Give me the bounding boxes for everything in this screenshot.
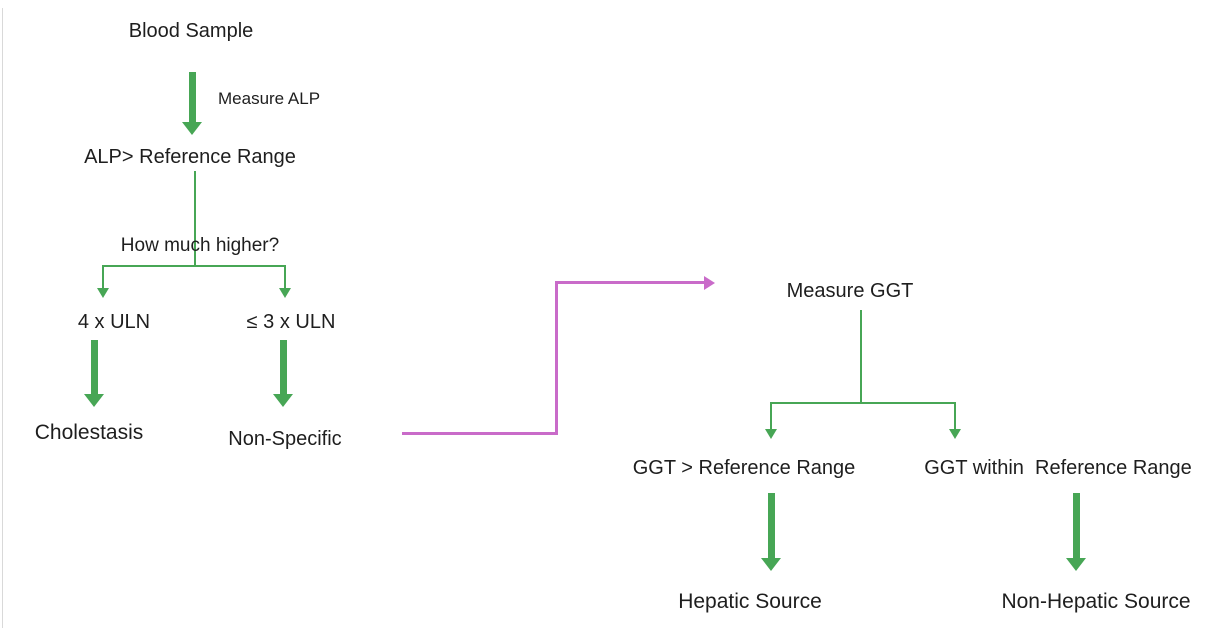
branch-drop-left	[102, 265, 104, 289]
arrowhead-right-icon	[704, 276, 715, 290]
arrow-stem	[90, 340, 98, 394]
arrow-stem	[188, 72, 196, 122]
pink-connector-top	[555, 281, 705, 284]
arrowhead-down-icon	[765, 429, 777, 439]
node-ggt-above-reference: GGT > Reference Range	[632, 457, 856, 479]
arrow-measure-alp	[182, 72, 202, 135]
node-measure-ggt: Measure GGT	[786, 280, 914, 302]
arrow-head-icon	[761, 558, 781, 571]
edge-label-measure-alp: Measure ALP	[218, 89, 321, 108]
arrow-to-non-hepatic-source	[1066, 493, 1086, 571]
branch-bar-ggt	[770, 402, 956, 404]
arrowhead-down-icon	[949, 429, 961, 439]
arrowhead-down-icon	[97, 288, 109, 298]
arrow-to-cholestasis	[84, 340, 104, 407]
arrow-head-icon	[273, 394, 293, 407]
node-alp-above-reference: ALP> Reference Range	[84, 146, 296, 168]
pink-connector-bottom	[402, 432, 558, 435]
branch-drop-right	[284, 265, 286, 289]
arrowhead-down-icon	[279, 288, 291, 298]
node-non-hepatic-source: Non-Hepatic Source	[1001, 590, 1191, 613]
slide-left-edge	[2, 8, 3, 628]
line-ggt-down	[860, 310, 862, 403]
arrow-stem	[767, 493, 775, 558]
arrow-stem	[279, 340, 287, 394]
pink-connector-vertical	[555, 281, 558, 435]
arrow-to-non-specific	[273, 340, 293, 407]
arrow-head-icon	[84, 394, 104, 407]
branch-bar-alp	[102, 265, 286, 267]
branch-drop-left	[770, 402, 772, 430]
node-4x-uln: 4 x ULN	[77, 311, 151, 333]
node-non-specific: Non-Specific	[228, 428, 342, 450]
arrow-head-icon	[182, 122, 202, 135]
node-blood-sample: Blood Sample	[128, 20, 254, 42]
arrow-to-hepatic-source	[761, 493, 781, 571]
node-le-3x-uln: ≤ 3 x ULN	[246, 311, 336, 333]
arrow-stem	[1072, 493, 1080, 558]
node-hepatic-source: Hepatic Source	[678, 590, 822, 613]
node-ggt-within-reference: GGT within Reference Range	[924, 457, 1192, 479]
branch-drop-right	[954, 402, 956, 430]
arrow-head-icon	[1066, 558, 1086, 571]
node-how-much-higher: How much higher?	[120, 235, 280, 256]
node-cholestasis: Cholestasis	[34, 421, 144, 444]
line-alp-down	[194, 171, 196, 266]
